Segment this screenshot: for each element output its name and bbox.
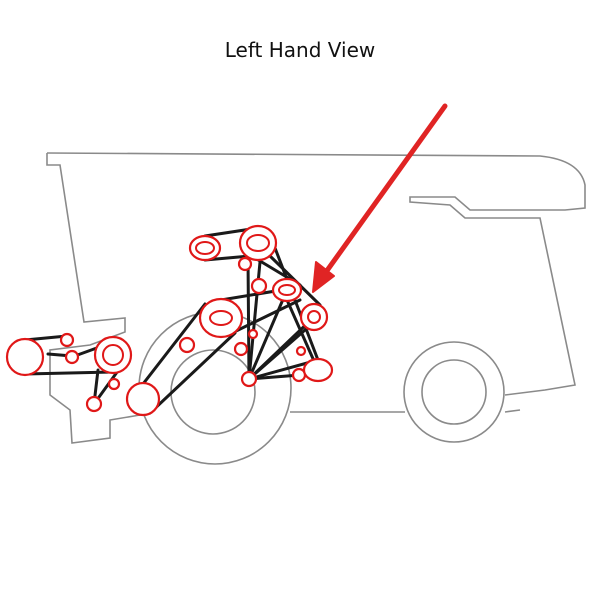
- pulley: [295, 345, 307, 357]
- pulley: [178, 336, 196, 354]
- pulley: [107, 377, 121, 391]
- pulley: [302, 357, 334, 383]
- pulley: [250, 277, 268, 295]
- pulley: [240, 370, 258, 388]
- pulleys: [5, 224, 334, 417]
- pulley: [93, 335, 133, 375]
- pulley: [238, 224, 278, 262]
- pulley: [64, 349, 80, 365]
- pulley: [188, 234, 222, 262]
- rear-wheel: [403, 341, 505, 443]
- pointer-arrow: [312, 103, 448, 293]
- diagram-title: Left Hand View: [224, 38, 376, 62]
- combine-outline: [46, 152, 586, 444]
- pulley: [85, 395, 103, 413]
- pulley: [125, 381, 161, 417]
- pulley: [59, 332, 75, 348]
- pulley: [271, 277, 303, 303]
- belts: [23, 226, 322, 415]
- pulley: [237, 256, 253, 272]
- pulley: [247, 328, 259, 340]
- pulley: [299, 302, 329, 332]
- pulley: [198, 297, 244, 339]
- pulley: [5, 337, 45, 377]
- pulley: [233, 341, 249, 357]
